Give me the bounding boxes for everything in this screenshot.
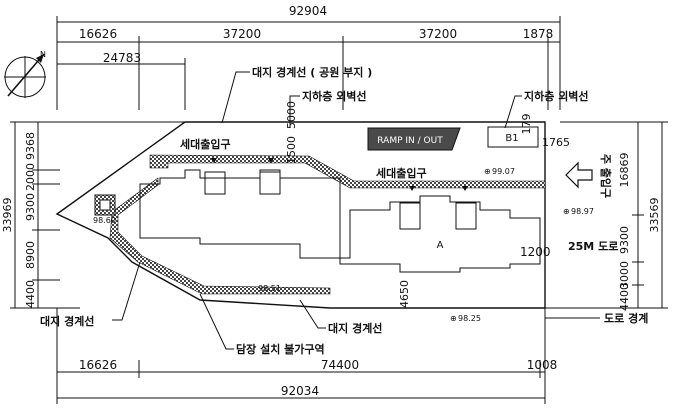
label-road-width: 25M 도로 (568, 240, 618, 253)
dim-left-seg-2: 2000 (24, 163, 37, 191)
right-dimensions: 16869 9300 3000 4400 33569 (545, 121, 668, 311)
level-markers: ⊕ 99.07 ⊕ 98.97 ⊕ 98.25 98.60 98.51 (93, 167, 594, 323)
north-label: N (40, 50, 46, 59)
bottom-dimensions: 16626 74400 1008 92034 (56, 308, 558, 404)
dim-top-secondary: 24783 (103, 51, 141, 65)
no-fence-hatch-band (109, 177, 331, 295)
dim-small-179: 179 (520, 114, 533, 135)
b1-label: B1 (505, 133, 518, 144)
label-no-fence-zone: 담장 설치 불가구역 (236, 342, 325, 356)
dim-right-seg-3: 3000 (618, 261, 631, 289)
dim-right-total: 33569 (648, 198, 661, 233)
label-site-boundary-bottom: 대지 경계선 (328, 321, 382, 335)
north-arrow-icon: N (4, 50, 46, 98)
dim-bottom-seg-2: 74400 (321, 358, 359, 372)
label-entrance-1: 세대출입구 (180, 137, 231, 151)
label-road-boundary: 도로 경계 (604, 311, 648, 325)
dim-inner-vertical-b: 5000 (285, 101, 298, 129)
site-boundary (55, 121, 546, 309)
dim-inner-vertical: 1500 (285, 136, 298, 164)
entrance-marker-icon (211, 158, 217, 163)
dim-top-total: 92904 (289, 4, 327, 18)
dim-right-seg-1: 16869 (618, 153, 631, 188)
building-a: A (339, 195, 541, 273)
dim-bottom-seg-1: 16626 (79, 358, 117, 372)
b1-box (487, 126, 539, 148)
dim-left-seg-4: 8900 (24, 241, 37, 269)
label-site-boundary-park: 대지 경계선 ( 공원 부지 ) (252, 65, 372, 79)
dim-inner-horizontal: 1200 (520, 245, 551, 259)
dim-top-seg-1: 16626 (79, 27, 117, 41)
level-5: 98.51 (258, 284, 281, 293)
dim-top-seg-3: 37200 (419, 27, 457, 41)
entrance-marker-icon (268, 158, 274, 163)
entrance-marker-icon (462, 186, 468, 191)
level-2: 98.97 (571, 207, 594, 216)
label-entrance-2: 세대출입구 (376, 166, 427, 180)
level-marker-icon: ⊕ (450, 314, 457, 323)
dim-left-seg-5: 4400 (24, 280, 37, 308)
dim-bottom-inner: 4650 (398, 280, 411, 308)
building-a-label: A (437, 240, 444, 251)
dim-left-seg-1: 9368 (24, 132, 37, 160)
dim-bottom-total: 92034 (281, 384, 319, 398)
dim-right-seg-2: 9300 (618, 226, 631, 254)
dim-top-seg-2: 37200 (223, 27, 261, 41)
level-marker-icon: ⊕ (563, 207, 570, 216)
level-3: 98.25 (458, 314, 481, 323)
dim-right-seg-4: 4400 (618, 283, 631, 311)
dim-top-seg-4: 1878 (523, 27, 554, 41)
level-4: 98.60 (93, 216, 116, 225)
label-basement-wall-right: 지하층 외벽선 (524, 89, 589, 103)
dim-small-1765: 1765 (542, 136, 570, 149)
dim-left-total: 33969 (1, 198, 14, 233)
annotation-labels: 대지 경계선 ( 공원 부지 ) 지하층 외벽선 지하층 외벽선 세대출입구 세… (40, 65, 648, 356)
level-1: 99.07 (492, 167, 515, 176)
top-dimensions: 92904 16626 37200 37200 1878 24783 (56, 4, 561, 110)
entrance-arrow-icon (565, 161, 593, 189)
ramp: RAMP IN / OUT (367, 127, 461, 151)
ramp-label: RAMP IN / OUT (377, 136, 443, 146)
building-left (139, 169, 341, 259)
label-site-boundary-left: 대지 경계선 (40, 314, 94, 328)
dim-bottom-seg-3: 1008 (527, 358, 558, 372)
label-basement-wall-left: 지하층 외벽선 (302, 89, 367, 103)
basement-wall-hatch-band (149, 154, 546, 189)
dim-left-seg-3: 9300 (24, 193, 37, 221)
level-marker-icon: ⊕ (484, 167, 491, 176)
label-main-entrance: 주 출입구 (599, 154, 613, 198)
left-dimensions: 33969 9368 2000 9300 8900 4400 (1, 121, 185, 309)
west-structure (94, 194, 116, 216)
entrance-marker-icon (409, 186, 415, 191)
